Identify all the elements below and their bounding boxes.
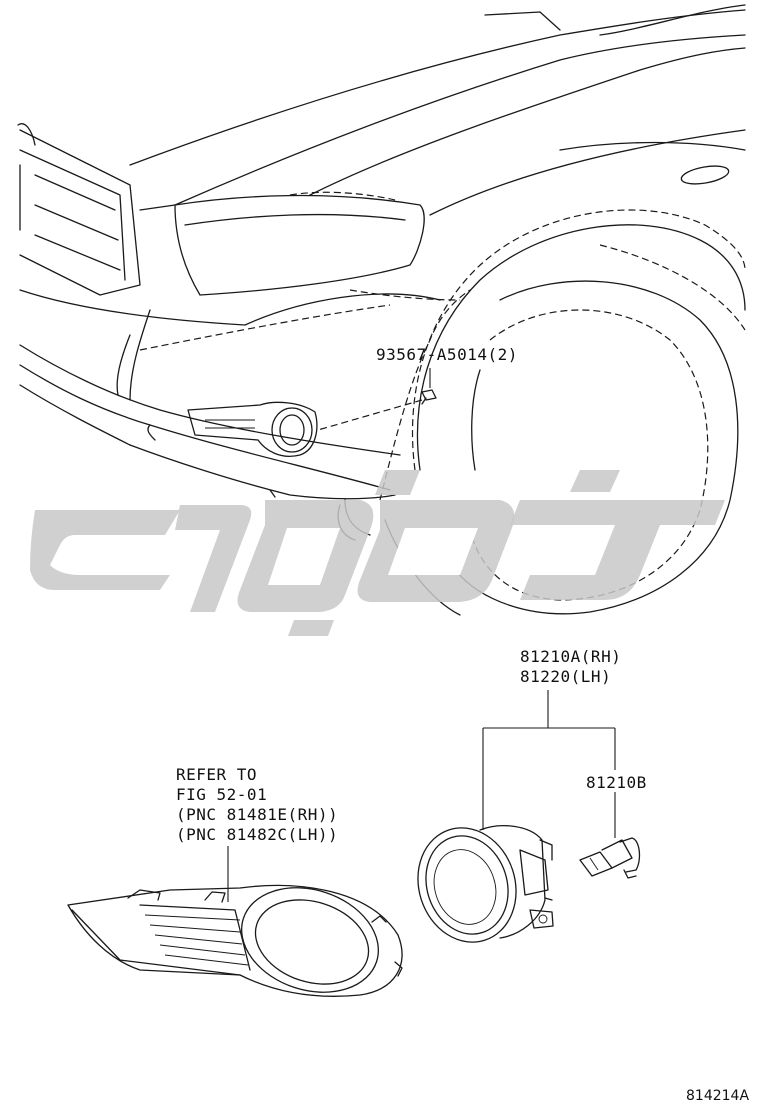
refer-pnc-rh-label: (PNC 81481E(RH)) (176, 805, 338, 824)
fog-lamp-rh-part-number: 81210A(RH) (520, 647, 621, 666)
bolt-part-number: 93567-A5014(2) (376, 345, 518, 364)
fog-lamp-lh-part-number: 81220(LH) (520, 667, 611, 686)
illustration-code: 814214A (686, 1088, 749, 1104)
fog-lamp-bulb (579, 837, 641, 879)
fog-lamp-leader-lines (482, 690, 616, 838)
refer-pnc-lh-label: (PNC 81482C(LH)) (176, 825, 338, 844)
watermark-logo (30, 470, 725, 636)
fog-lamp-bezel-cover (67, 884, 403, 997)
refer-to-label: REFER TO (176, 765, 257, 784)
refer-fig-label: FIG 52-01 (176, 785, 267, 804)
fog-lamp-unit (417, 825, 554, 943)
bulb-part-number: 81210B (586, 773, 647, 792)
